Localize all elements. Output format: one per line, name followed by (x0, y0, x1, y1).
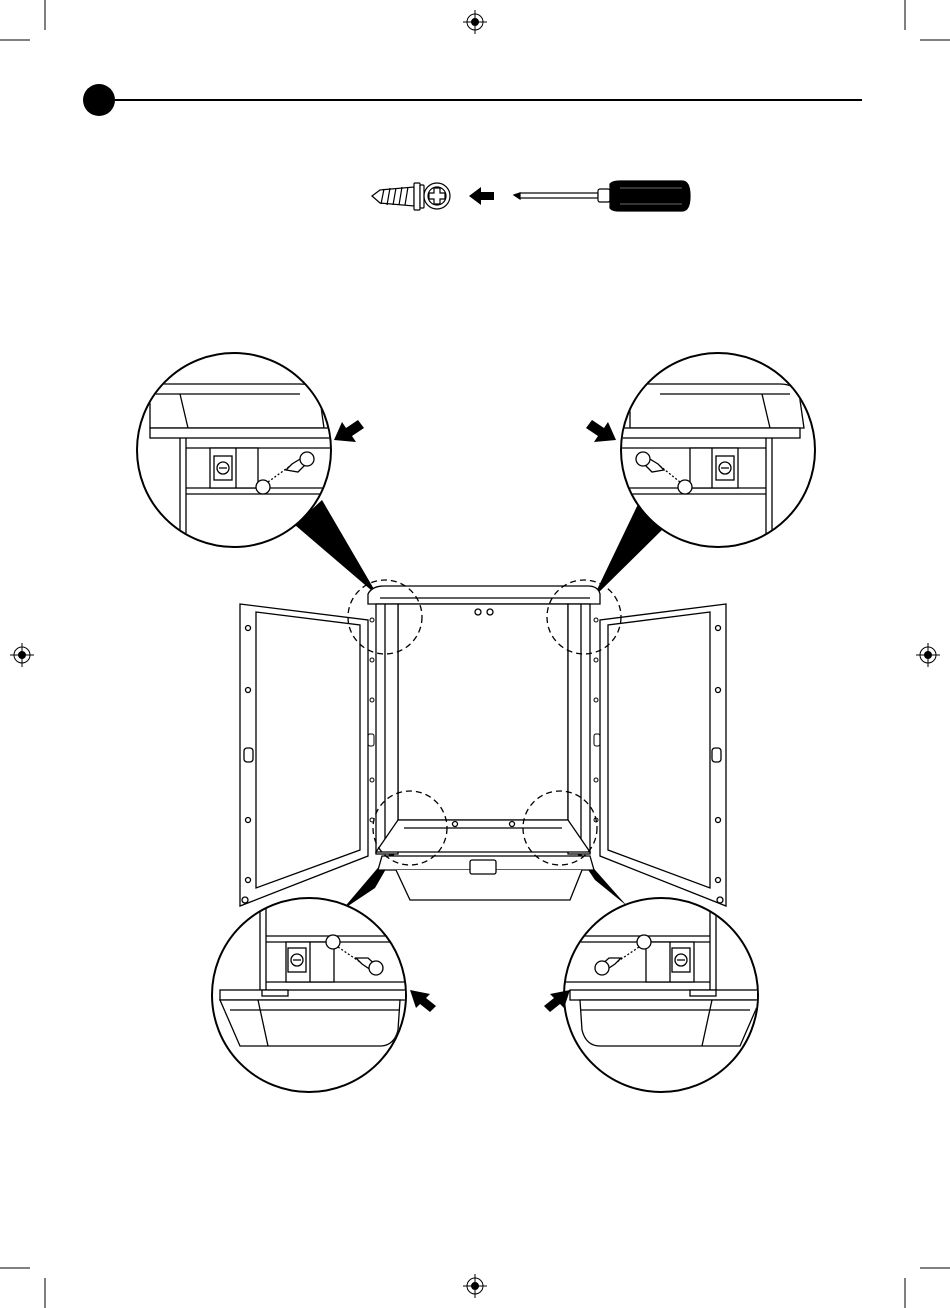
cabinet-body (368, 586, 600, 900)
arrow-left-icon (469, 187, 494, 205)
arrow-pointer-bottom-left (410, 990, 436, 1012)
right-door (600, 604, 726, 906)
detail-callout-top-right (586, 353, 815, 560)
registration-mark-bottom (463, 1274, 487, 1298)
screw-icon (372, 183, 424, 210)
left-door (240, 604, 368, 906)
detail-callout-bottom-left (212, 898, 436, 1092)
detail-callout-bottom-right (544, 898, 760, 1092)
registration-mark-top (463, 10, 487, 34)
registration-mark-right (916, 643, 940, 667)
phillips-head-icon (424, 183, 450, 209)
arrow-pointer-top-right (586, 420, 616, 442)
registration-mark-left (10, 643, 34, 667)
arrow-pointer-top-left (334, 420, 364, 442)
screwdriver-icon (514, 181, 690, 211)
